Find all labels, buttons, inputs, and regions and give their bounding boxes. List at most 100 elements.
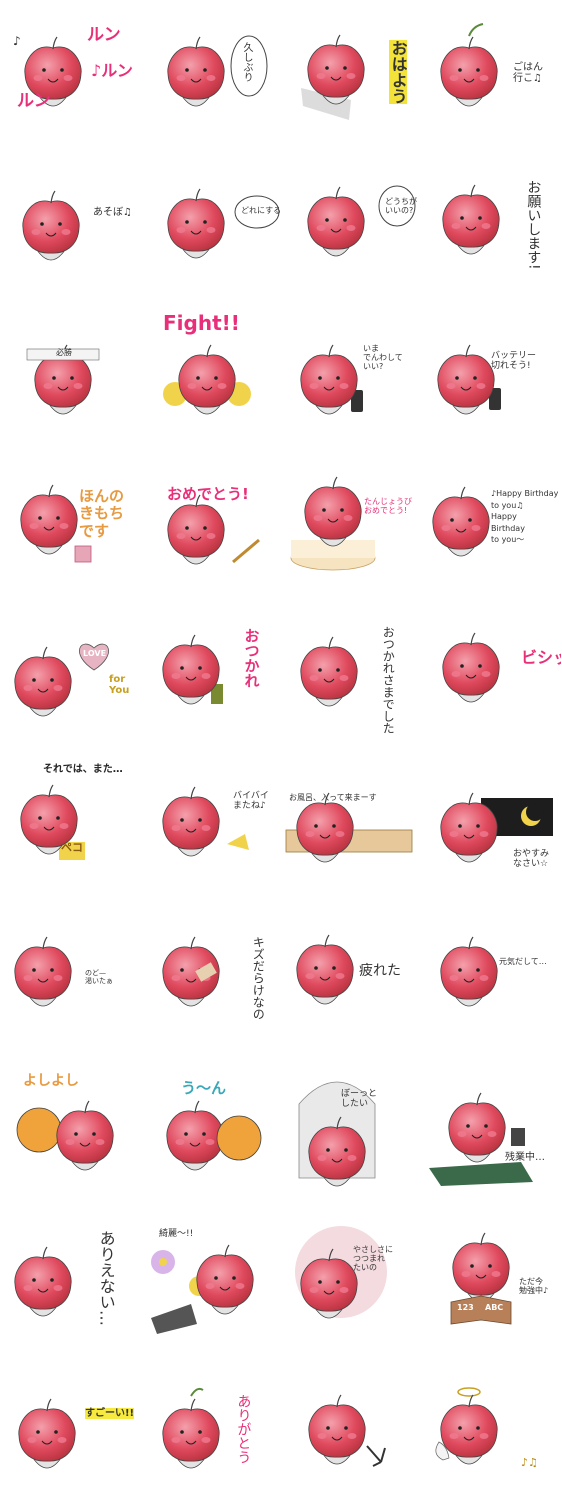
apple-character-icon: [167, 188, 280, 259]
apple-cheek: [176, 75, 186, 81]
sticker-uun[interactable]: う〜ん: [141, 1050, 281, 1200]
sticker-hisshou[interactable]: 必勝: [1, 300, 141, 450]
sticker-happy-birthday[interactable]: ♪Happy Birthday to you♫ Happy Birthday t…: [421, 450, 561, 600]
apple-eye: [214, 1276, 218, 1280]
apple-cheek: [61, 229, 71, 235]
apple-character-icon: [22, 190, 80, 261]
apple-cheek: [347, 1433, 357, 1439]
apple-cheek: [339, 675, 349, 681]
apple-character-icon: [442, 632, 500, 703]
apple-head: [14, 946, 72, 1000]
sticker-tadaima-benkyouchuu[interactable]: 123 ABC ただ今 勉強中♪: [421, 1200, 561, 1350]
apple-eye: [476, 1426, 480, 1430]
sticker-ima-denwa[interactable]: いま でんわして いい?: [281, 300, 421, 450]
sticker-text: 疲れた: [359, 963, 401, 979]
apple-stem: [48, 484, 54, 498]
apple-eye: [473, 376, 477, 380]
sticker-yoshiyoshi[interactable]: よしよし: [1, 1050, 141, 1200]
sticker-sugoi[interactable]: すごーい!!: [1, 1350, 141, 1500]
sticker-honno-kimochi[interactable]: ほんの きもち です: [1, 450, 141, 600]
apple-eye: [318, 1280, 322, 1284]
apple-cheek: [201, 1437, 211, 1443]
apple-character-icon: [163, 344, 251, 415]
apple-character-icon: [20, 784, 85, 860]
sticker-kirei[interactable]: 綺麗〜!!: [141, 1200, 281, 1350]
apple-head: [167, 46, 225, 100]
apple-cheek: [441, 525, 451, 531]
apple-head: [56, 1110, 114, 1164]
apple-stem: [190, 936, 196, 950]
apple-cheek: [449, 1433, 459, 1439]
sticker-kizu-darake[interactable]: キズだらけなの: [141, 900, 281, 1050]
bath-icon: [285, 792, 413, 863]
sticker-yasashisa[interactable]: やさしさに つつまれ たいの: [281, 1200, 421, 1350]
sticker-devil[interactable]: [281, 1350, 421, 1500]
apple-eye: [56, 816, 60, 820]
apple-head: [162, 1408, 220, 1462]
apple-character-icon: [307, 185, 416, 257]
sticker-omedetou[interactable]: おめでとう!: [141, 450, 281, 600]
apple-cheek: [205, 1139, 215, 1145]
apple-cheek: [479, 975, 489, 981]
sticker-bootto-shitai[interactable]: ぼーっと したい: [281, 1050, 421, 1200]
sticker-run-run[interactable]: ♪ ルン ♪ルン ルン: [1, 0, 141, 150]
apple-cheek: [479, 75, 489, 81]
apple-head: [300, 1258, 358, 1312]
sticker-doushite-iino[interactable]: どうちが いいの?: [281, 150, 421, 300]
apple-cheek: [23, 1285, 33, 1291]
apple-eye: [198, 666, 202, 670]
sticker-text: あそぼ♫: [93, 207, 132, 218]
apple-eye: [336, 376, 340, 380]
apple-mouth: [475, 1274, 487, 1279]
apple-mouth: [43, 826, 55, 831]
apple-stem: [468, 792, 474, 806]
sticker-tsukareta[interactable]: 疲れた: [281, 900, 421, 1050]
apple-head: [14, 656, 72, 710]
apple-cheek: [476, 383, 486, 389]
apple-character-icon: [167, 35, 268, 107]
sticker-otsukare[interactable]: おつかれ: [141, 600, 281, 750]
sticker-otsukaresama[interactable]: おつかれさまでした: [281, 600, 421, 750]
apple-eye: [180, 666, 184, 670]
sticker-doreni-suru[interactable]: どれにする?: [141, 150, 281, 300]
apple-mouth: [471, 1134, 483, 1139]
apple-head: [22, 200, 80, 254]
sticker-ofuro[interactable]: お風呂、入って来まーす: [281, 750, 421, 900]
sticker-nodo-kawaita[interactable]: のど— 渇いたぁ: [1, 900, 141, 1050]
sticker-onegai[interactable]: お願いします!: [421, 150, 561, 300]
sticker-battery[interactable]: バッテリー 切れそう!: [421, 300, 561, 450]
apple-mouth: [37, 1288, 49, 1293]
apple-character-icon: [290, 476, 376, 571]
apple-stem: [476, 1092, 482, 1106]
sticker-zangyouchuu[interactable]: 残業中…: [421, 1050, 561, 1200]
sticker-genki-dashite[interactable]: 元気だして…: [421, 900, 561, 1050]
sticker-love-for-you[interactable]: LOVE for You: [1, 600, 141, 750]
sticker-arigatou[interactable]: ありがとう: [141, 1350, 281, 1500]
sticker-soredewa[interactable]: それでは、また… ペコ: [1, 750, 141, 900]
sticker-fight[interactable]: Fight!!: [141, 300, 281, 450]
apple-eye: [326, 1148, 330, 1152]
devil-icon: [308, 1394, 386, 1467]
apple-head: [440, 46, 498, 100]
sticker-tanjoubi[interactable]: たんじょうび おめでとう!: [281, 450, 421, 600]
sticker-bishi[interactable]: ビシッ: [421, 600, 561, 750]
apple-head: [296, 802, 354, 856]
apple-stem: [480, 1232, 486, 1246]
apple-character-icon: [442, 184, 500, 255]
cloud-icon: [295, 1226, 387, 1319]
sticker-hisashiburi[interactable]: 久しぶり: [141, 0, 281, 150]
apple-eye: [468, 518, 472, 522]
sticker-gohan[interactable]: ごはん 行こ♫: [421, 0, 561, 150]
apple-cheek: [479, 1433, 489, 1439]
sticker-asobo[interactable]: あそぼ♫: [1, 150, 141, 300]
apple-cheek: [457, 1131, 467, 1137]
sticker-baibai[interactable]: バイバイ またね♪: [141, 750, 281, 900]
apple-eye: [332, 824, 336, 828]
apple-head: [307, 196, 365, 250]
sticker-ohayou[interactable]: おはよう: [281, 0, 421, 150]
angel-halo-icon: ♪♫: [435, 1387, 538, 1469]
sticker-oyasumi[interactable]: おやすみ なさい☆: [421, 750, 561, 900]
sticker-arienai[interactable]: ありえない…: [1, 1200, 141, 1350]
sticker-angel[interactable]: ♪♫: [421, 1350, 561, 1500]
apple-eye: [180, 1430, 184, 1434]
